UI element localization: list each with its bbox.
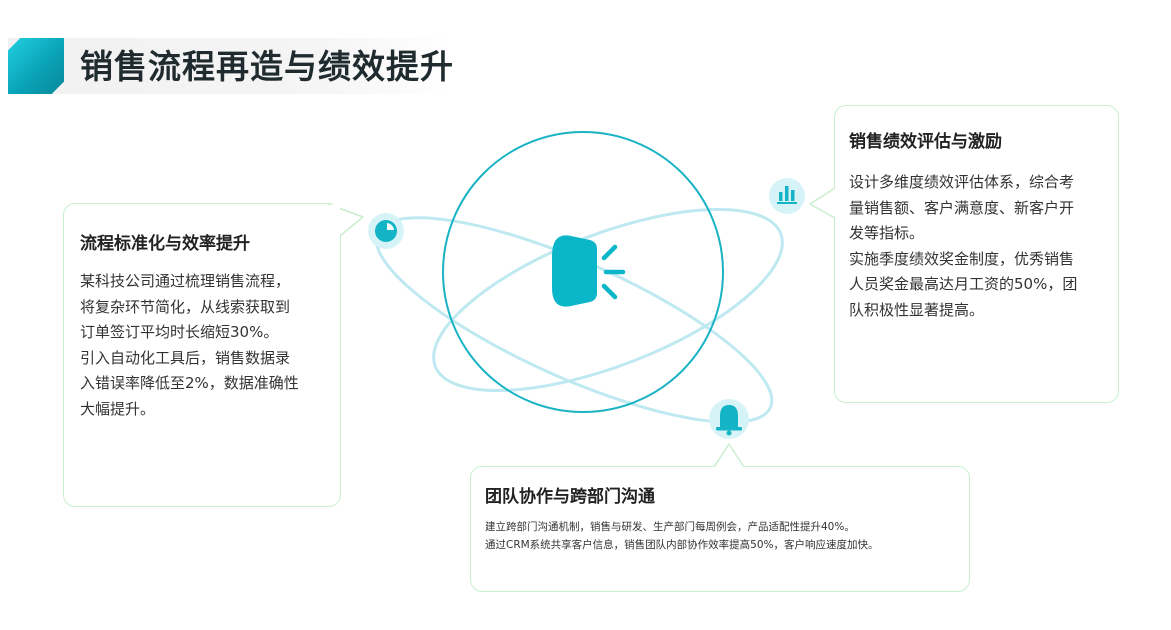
megaphone-icon xyxy=(552,235,626,307)
card-text-line: 将复杂环节简化，从线索获取到 xyxy=(80,297,291,316)
title-decoration xyxy=(8,38,64,94)
card-heading: 流程标准化与效率提升 xyxy=(80,234,250,254)
card-process-standardization: 流程标准化与效率提升 某科技公司通过梳理销售流程， 将复杂环节简化，从线索获取到… xyxy=(63,203,341,507)
card-heading: 团队协作与跨部门沟通 xyxy=(485,487,655,507)
card-team-collaboration: 团队协作与跨部门沟通 建立跨部门沟通机制，销售与研发、生产部门每周例会，产品适配… xyxy=(470,466,970,592)
card-text-line: 引入自动化工具后，销售数据录 xyxy=(80,348,291,367)
card-text-line: 实施季度绩效奖金制度，优秀销售 xyxy=(849,249,1075,268)
card-text-line: 建立跨部门沟通机制，销售与研发、生产部门每周例会，产品适配性提升40%。 xyxy=(485,521,855,533)
card-performance-evaluation: 销售绩效评估与激励 设计多维度绩效评估体系，综合考 量销售额、客户满意度、新客户… xyxy=(834,105,1119,403)
card-text-line: 人员奖金最高达月工资的50%，团 xyxy=(849,275,1078,293)
card-text-line: 通过CRM系统共享客户信息，销售团队内部协作效率提高50%，客户响应速度加快。 xyxy=(485,539,879,551)
pie-chart-icon xyxy=(368,213,404,249)
card-text-line: 入错误率降低至2%，数据准确性 xyxy=(80,374,299,392)
page-title: 销售流程再造与绩效提升 xyxy=(80,47,454,86)
orbit-ring-a xyxy=(432,207,784,393)
card-text-line: 某科技公司通过梳理销售流程， xyxy=(80,272,291,290)
card-text-line: 大幅提升。 xyxy=(80,399,156,418)
card-text-line: 队积极性显著提高。 xyxy=(849,300,985,319)
card-text-line: 设计多维度绩效评估体系，综合考 xyxy=(849,173,1075,191)
bell-icon xyxy=(709,399,749,439)
card-heading: 销售绩效评估与激励 xyxy=(849,132,1002,152)
card-text-line: 量销售额、客户满意度、新客户开 xyxy=(849,198,1075,217)
bar-chart-icon xyxy=(769,178,805,214)
card-text-line: 发等指标。 xyxy=(849,224,925,242)
center-circle xyxy=(442,131,724,413)
title-bar xyxy=(8,38,454,94)
card-text-line: 订单签订平均时长缩短30%。 xyxy=(80,323,279,341)
